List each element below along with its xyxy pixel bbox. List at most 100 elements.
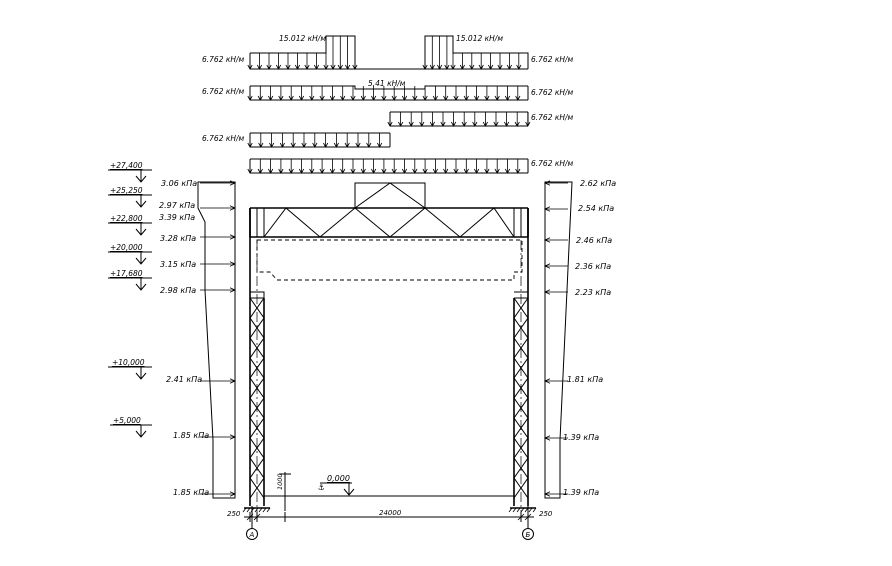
load-arrow (285, 53, 291, 70)
elevation-mark: +10,000 (108, 358, 152, 380)
load-arrow (333, 133, 339, 148)
load-arrow (412, 159, 418, 174)
load-arrow (247, 133, 253, 148)
wind-left-value: 1.85 кПа (173, 431, 209, 440)
elevation-mark: +20,000 (108, 243, 152, 265)
load-arrow (298, 86, 305, 101)
load-arrow (371, 86, 377, 101)
load-arrow (484, 159, 490, 174)
load-diagrams: 15.012 кН/м 15.012 кН/м 6.762 кН/м 6.762… (202, 34, 574, 174)
zero-level-label: 0,000 (327, 474, 350, 483)
elevation-mark: +25,250 (108, 186, 152, 208)
load-arrow (443, 86, 449, 101)
load-arrow (469, 53, 475, 70)
load-arrow (478, 53, 484, 70)
wind-diagram-left: 3.06 кПа 2.97 кПа 3.39 кПа 3.28 кПа 3.15… (159, 179, 236, 499)
elevation-mark: +22,800 (108, 214, 152, 236)
base-height-label: 1000 (276, 473, 284, 490)
load-arrow (279, 133, 285, 148)
load-arrow (504, 112, 510, 127)
load-arrow (381, 86, 387, 101)
wind-arrow (200, 205, 236, 211)
load-arrow (360, 86, 366, 101)
load-row-4: 6.762 кН/м (202, 132, 391, 148)
wind-right-value: 2.23 кПа (575, 288, 611, 297)
wind-arrow (544, 289, 568, 295)
load-row-1: 15.012 кН/м 15.012 кН/м 6.762 кН/м 6.762… (202, 34, 574, 70)
load-arrow (344, 133, 350, 148)
load-arrow (398, 112, 404, 127)
wind-left-value: 1.85 кПа (173, 488, 209, 497)
roof-truss (249, 182, 529, 238)
load-arrow (294, 53, 301, 70)
load-arrow (504, 86, 511, 101)
load-arrow (459, 53, 465, 70)
wind-left-value: 3.06 кПа (161, 179, 197, 188)
load-arrow (391, 159, 397, 174)
wind-arrow (544, 263, 568, 269)
dim-left-offset: 250 (227, 510, 241, 518)
load-r2-right-end: 6.762 кН/м (531, 88, 574, 97)
support-left (242, 507, 271, 513)
load-arrow (422, 159, 428, 174)
load-arrow (494, 159, 500, 174)
wind-right-value: 2.62 кПа (580, 179, 616, 188)
load-r5-right-end: 6.762 кН/м (531, 159, 574, 168)
load-arrow (493, 112, 499, 127)
load-arrow (266, 53, 272, 70)
load-arrow (258, 133, 264, 148)
dimension-line: 250 24000 250 (227, 509, 553, 522)
load-arrow (256, 53, 263, 70)
load-arrow (484, 86, 490, 101)
wind-left-value: 3.28 кПа (160, 234, 196, 243)
wind-arrow (544, 237, 568, 243)
load-row-2: 6.762 кН/м 5.41 кН/м 6.762 кН/м (202, 79, 574, 101)
wind-arrow (200, 434, 236, 440)
wind-arrow (200, 261, 236, 267)
load-arrow (323, 53, 329, 70)
load-arrow (504, 159, 511, 174)
load-r2-left-end: 6.762 кН/м (202, 87, 245, 96)
elevation-mark: +27,400 (108, 161, 152, 183)
load-arrow (350, 86, 356, 101)
load-arrow (461, 112, 467, 127)
load-arrow (429, 112, 435, 127)
wind-right-value: 1.81 кПа (567, 375, 603, 384)
load-arrow (278, 86, 284, 101)
elevation-label: +17,680 (110, 269, 143, 278)
elevation-label: +25,250 (110, 186, 143, 195)
load-r2-mid: 5.41 кН/м (368, 79, 406, 88)
load-r1-left-value: 15.012 кН/м (279, 34, 326, 43)
load-arrow (515, 86, 521, 101)
elevation-mark: +17,680 (108, 269, 152, 291)
load-arrow (304, 53, 310, 70)
load-arrow (412, 86, 418, 101)
elevation-label: +22,800 (110, 214, 143, 223)
load-arrow (360, 159, 366, 174)
load-arrow (268, 159, 274, 174)
load-arrow (257, 159, 263, 174)
load-arrow (288, 86, 294, 101)
frame-structure (242, 182, 537, 520)
load-arrow (440, 112, 446, 127)
load-arrow (323, 133, 329, 148)
load-arrow (497, 53, 503, 70)
load-arrow (482, 112, 488, 127)
dim-span: 24000 (379, 509, 402, 517)
wind-right-value: 2.46 кПа (576, 236, 612, 245)
load-arrow (419, 112, 425, 127)
roof-lantern (354, 182, 426, 208)
load-arrow (422, 86, 428, 101)
load-arrow (516, 53, 522, 70)
wind-arrow (544, 206, 568, 212)
wind-right-value: 2.54 кПа (578, 204, 614, 213)
load-row-3: 6.762 кН/м (387, 111, 574, 127)
column-left (249, 208, 265, 520)
wind-right-value: 1.39 кПа (563, 433, 599, 442)
load-arrow (345, 36, 351, 70)
load-arrow (313, 53, 320, 70)
wind-left-value: 2.97 кПа (159, 201, 195, 210)
load-arrow (387, 112, 393, 127)
crane-outline (256, 239, 523, 281)
